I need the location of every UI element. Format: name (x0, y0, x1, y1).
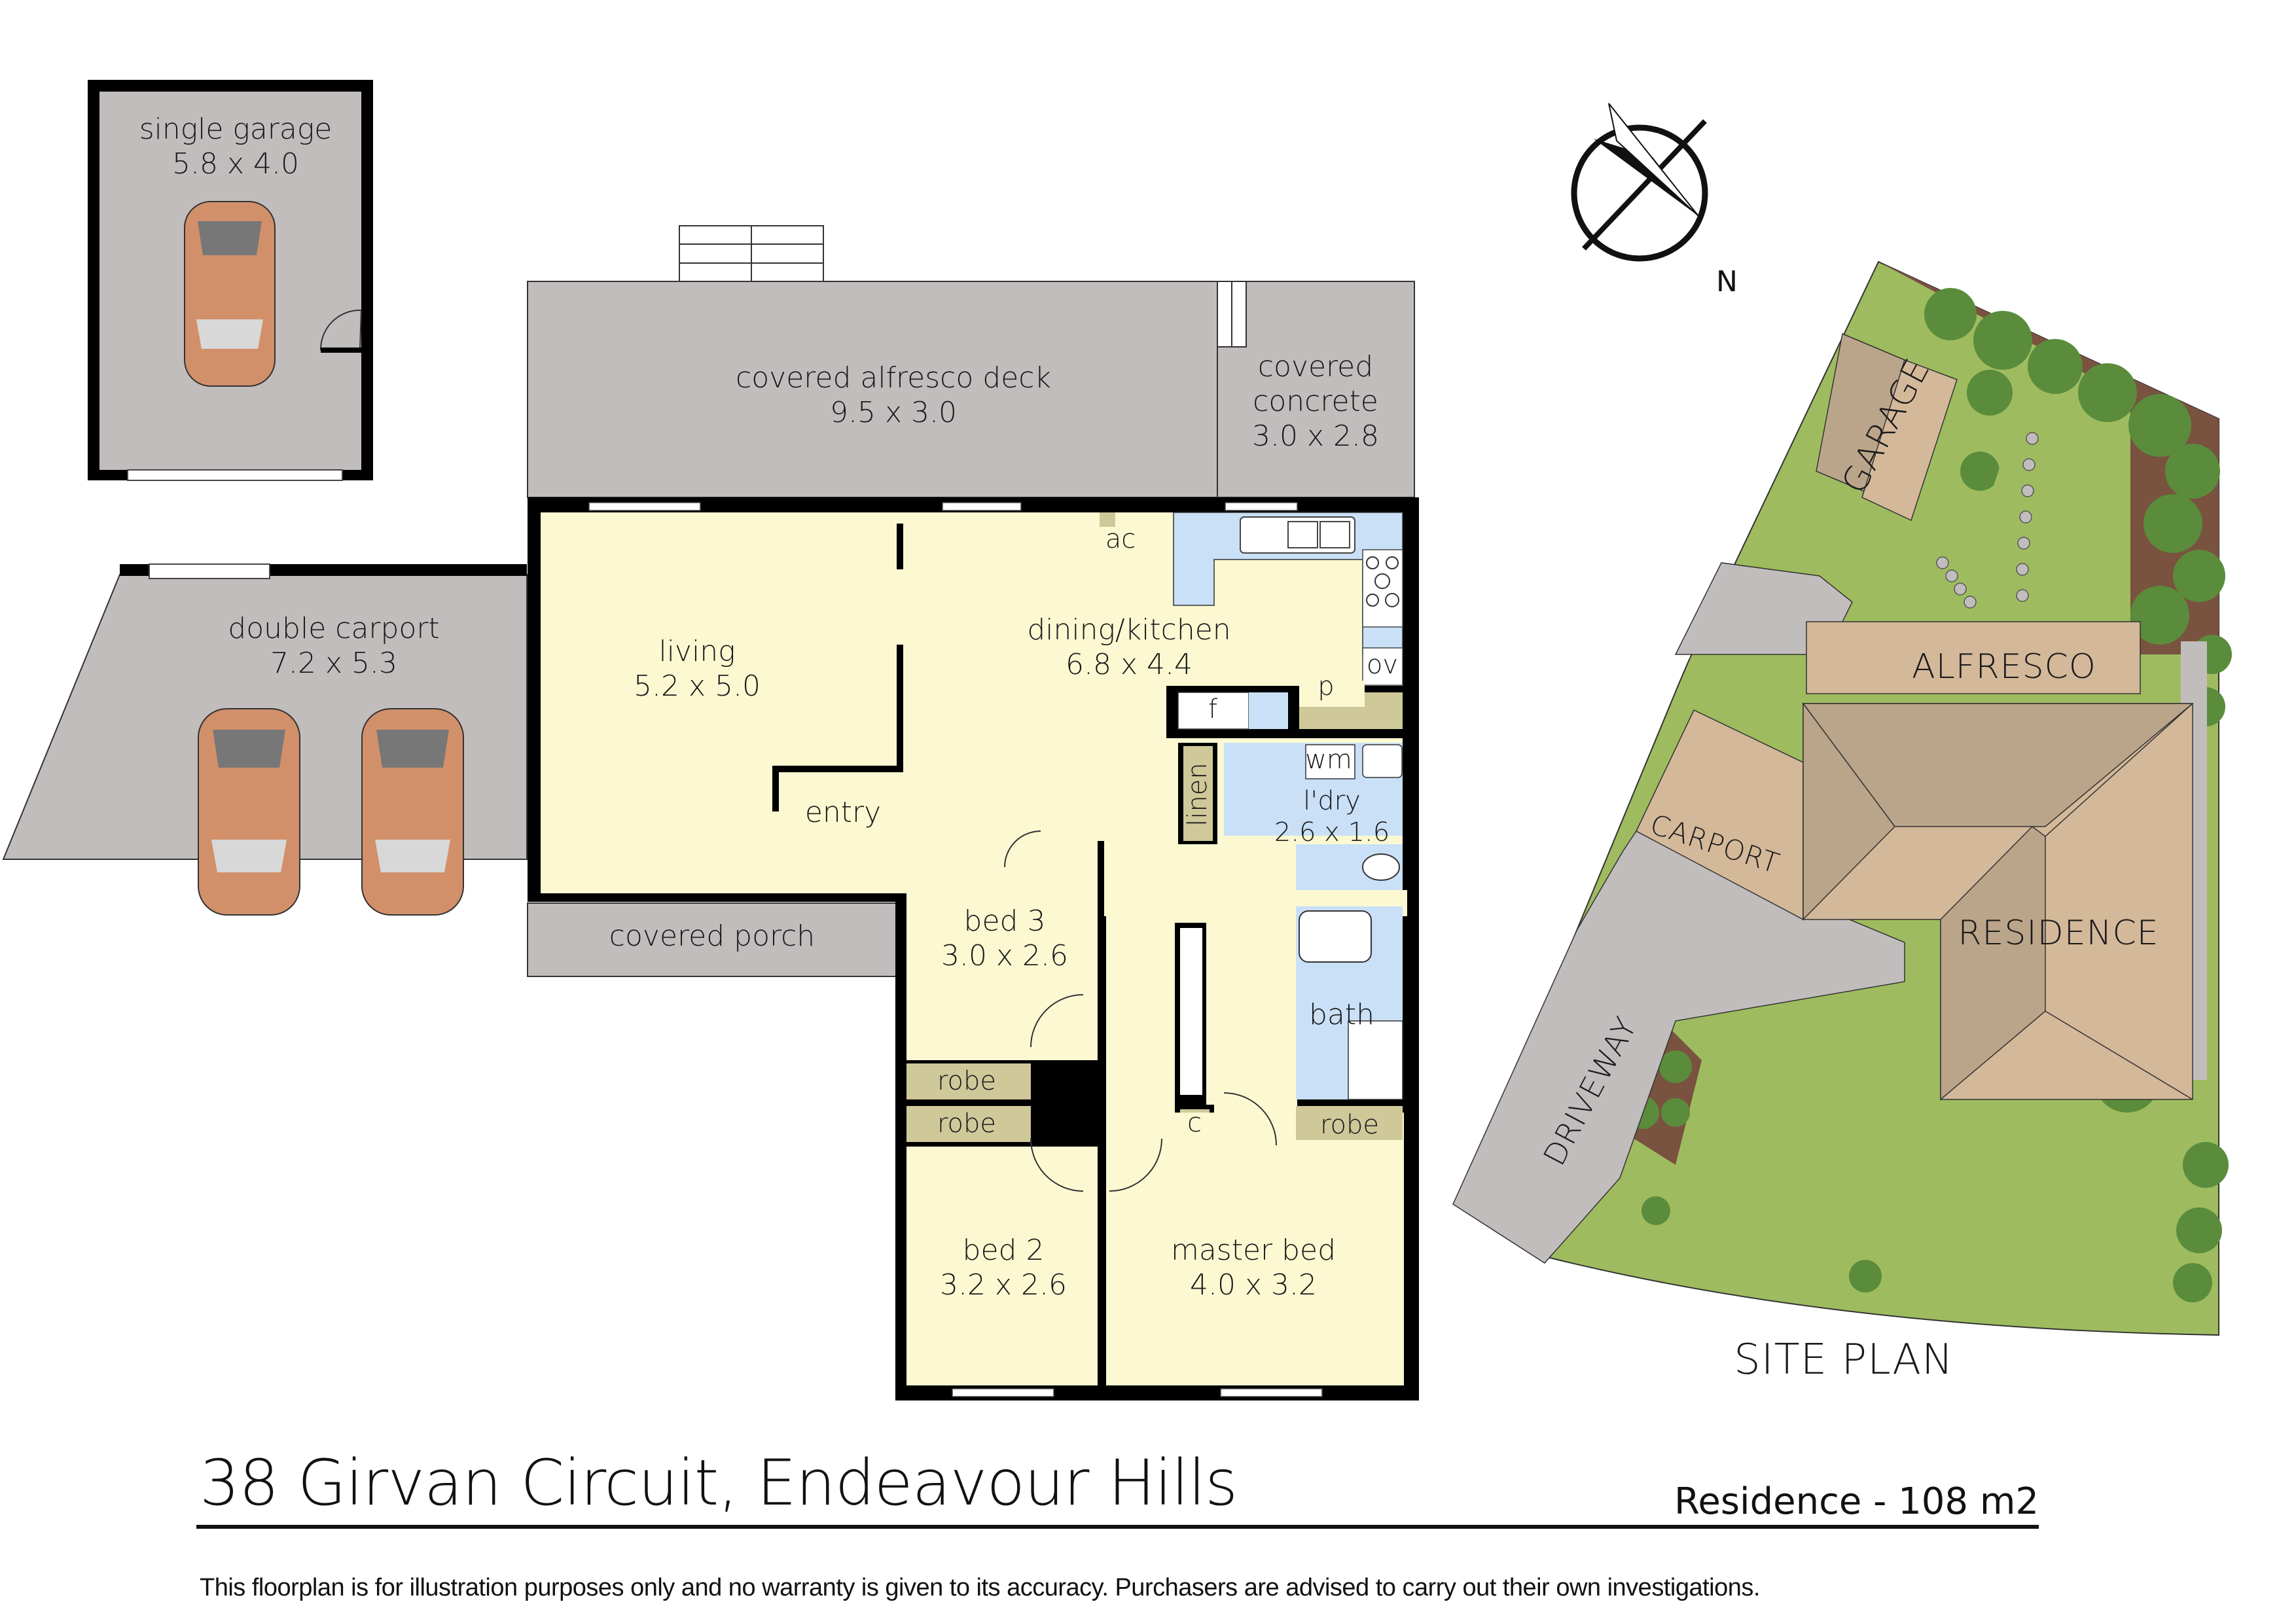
site-plan (1452, 260, 2232, 1336)
north-label: N (1716, 265, 1738, 298)
living-label: living 5.2 x 5.0 (634, 635, 761, 704)
room-name: double carport (228, 612, 440, 645)
oven-label: ov (1366, 650, 1399, 680)
divider-rule (196, 1525, 2039, 1529)
room-size: 7.2 x 5.3 (270, 646, 397, 680)
alfresco-deck (527, 225, 1415, 498)
room-size: 6.8 x 4.4 (1066, 647, 1193, 681)
alfresco-label: covered alfresco deck 9.5 x 3.0 (736, 361, 1051, 431)
room-size: 3.2 x 2.6 (940, 1268, 1067, 1302)
site-plan-title: SITE PLAN (1734, 1336, 1954, 1384)
room-size: 3.0 x 2.6 (941, 938, 1068, 972)
room-size: 5.2 x 5.0 (634, 669, 761, 703)
entry-label: entry (804, 796, 882, 829)
car-icons (184, 201, 464, 916)
double-carport-label: double carport 7.2 x 5.3 (228, 612, 439, 681)
site-residence-label: RESIDENCE (1958, 914, 2159, 953)
room-name-1: covered (1257, 350, 1374, 383)
room-name: bed 2 (962, 1234, 1045, 1267)
covered-porch-label: covered porch (609, 919, 816, 953)
room-name: master bed (1170, 1234, 1336, 1267)
room-name: covered alfresco deck (736, 361, 1051, 395)
master-bed-label: master bed 4.0 x 3.2 (1171, 1234, 1336, 1303)
house-floor (528, 497, 1419, 1400)
washing-machine-label: wm (1305, 745, 1352, 775)
site-alfresco-label: ALFRESCO (1912, 647, 2096, 687)
covered-concrete-label: covered concrete 3.0 x 2.8 (1252, 350, 1379, 454)
pantry-label: p (1318, 671, 1335, 702)
bed2-label: bed 2 3.2 x 2.6 (940, 1234, 1067, 1303)
room-size: 9.5 x 3.0 (830, 395, 957, 429)
ac-label: ac (1105, 524, 1136, 554)
compass-icon (1571, 103, 1708, 262)
room-name: living (658, 635, 736, 668)
robe-bed2-label: robe (937, 1109, 997, 1139)
robe-bed3-label: robe (937, 1066, 997, 1096)
room-name-2: concrete (1253, 384, 1378, 418)
room-name: dining/kitchen (1027, 613, 1231, 647)
robe-master-label: robe (1319, 1110, 1380, 1140)
disclaimer-text: This floorplan is for illustration purpo… (200, 1574, 1760, 1601)
linen-label: linen (1183, 762, 1213, 827)
residence-area: Residence - 108 m2 (1674, 1480, 2039, 1523)
fridge-label: f (1208, 694, 1218, 724)
covered-porch (527, 902, 900, 977)
cupboard-label: c (1187, 1108, 1202, 1138)
room-name: l'dry (1303, 786, 1361, 816)
property-address: 38 Girvan Circuit, Endeavour Hills (200, 1446, 1238, 1520)
room-name: bed 3 (963, 904, 1046, 938)
room-name: single garage (139, 113, 332, 146)
room-size: 4.0 x 3.2 (1190, 1268, 1317, 1302)
room-size: 5.8 x 4.0 (172, 147, 299, 181)
room-size: 2.6 x 1.6 (1274, 817, 1390, 847)
dining-kitchen-label: dining/kitchen 6.8 x 4.4 (1027, 613, 1230, 683)
bath-label: bath (1308, 998, 1375, 1031)
room-size: 3.0 x 2.8 (1252, 419, 1379, 453)
laundry-label: l'dry 2.6 x 1.6 (1274, 785, 1390, 848)
bed3-label: bed 3 3.0 x 2.6 (941, 904, 1068, 974)
single-garage-label: single garage 5.8 x 4.0 (139, 113, 332, 182)
